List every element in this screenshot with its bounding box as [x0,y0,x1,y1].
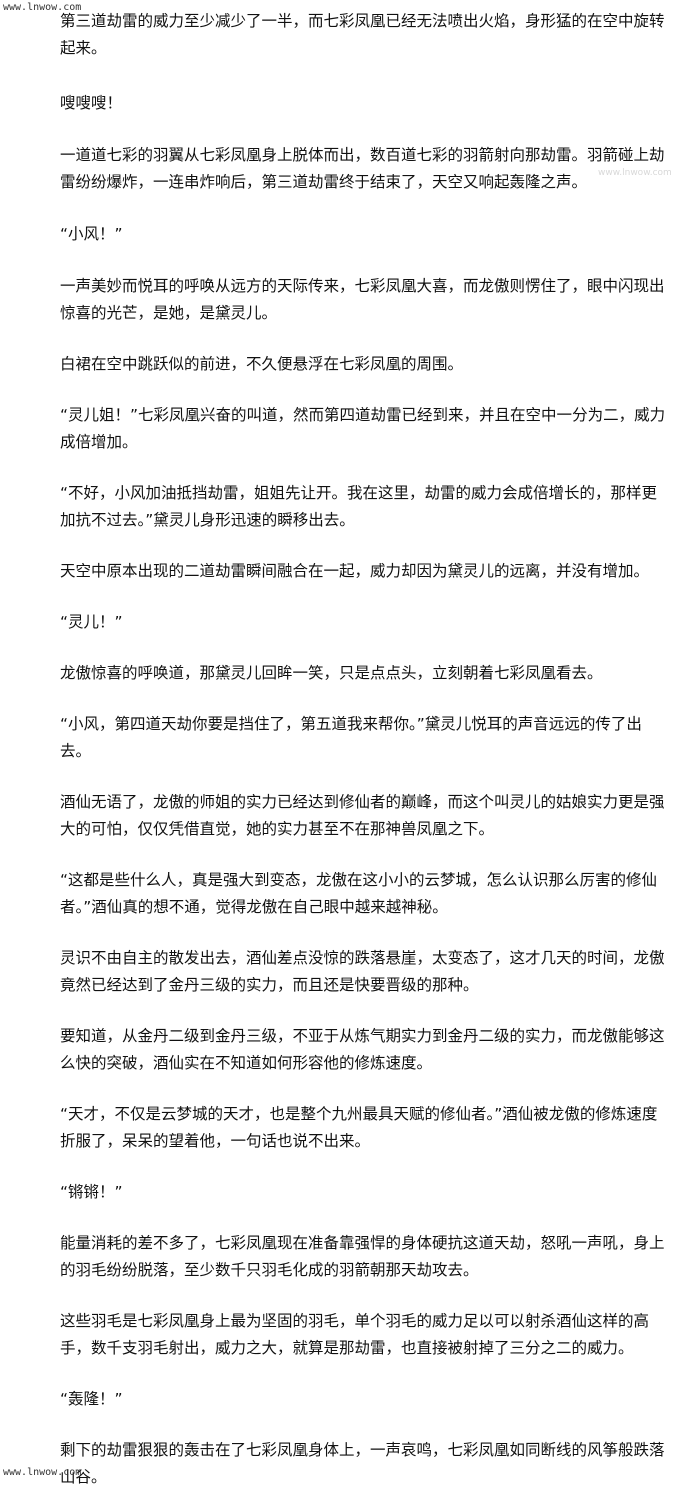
paragraph-11: 龙傲惊喜的呼唤道，那黛灵儿回眸一笑，只是点点头，立刻朝着七彩凤凰看去。 [60,664,603,682]
chapter-text: 第三道劫雷的威力至少减少了一半，而七彩凤凰已经无法喷出火焰，身形猛的在空中旋转起… [60,8,670,1491]
paragraph-13: 酒仙无语了，龙傲的师姐的实力已经达到修仙者的巅峰，而这个叫灵儿的姑娘实力更是强大… [60,793,665,838]
paragraph-20: 这些羽毛是七彩凤凰身上最为坚固的羽毛，单个羽毛的威力足以可以射杀酒仙这样的高手，… [60,1312,650,1357]
paragraph-2: 嗖嗖嗖！ [60,94,123,112]
watermark-bottom: www.lnwow.com [3,1467,82,1478]
watermark-faint-right: www.lnwow.com [598,168,672,178]
paragraph-16: 要知道，从金丹二级到金丹三级，不亚于从炼气期实力到金丹二级的实力，而龙傲能够这么… [60,1027,665,1072]
paragraph-10: “灵儿！” [60,613,123,631]
paragraph-22: 剩下的劫雷狠狠的轰击在了七彩凤凰身体上，一声哀鸣，七彩凤凰如同断线的风筝般跌落山… [60,1441,665,1486]
paragraph-21: “轰隆！” [60,1390,123,1408]
paragraph-18: “锵锵！” [60,1183,123,1201]
paragraph-9: 天空中原本出现的二道劫雷瞬间融合在一起，威力却因为黛灵儿的远离，并没有增加。 [60,562,650,580]
paragraph-19: 能量消耗的差不多了，七彩凤凰现在准备靠强悍的身体硬抗这道天劫，怒吼一声吼，身上的… [60,1234,665,1279]
paragraph-17: “天才，不仅是云梦城的天才，也是整个九州最具天赋的修仙者。”酒仙被龙傲的修炼速度… [60,1105,658,1150]
paragraph-5: 一声美妙而悦耳的呼唤从远方的天际传来，七彩凤凰大喜，而龙傲则愣住了，眼中闪现出惊… [60,277,665,322]
paragraph-7: “灵儿姐！”七彩凤凰兴奋的叫道，然而第四道劫雷已经到来，并且在空中一分为二，威力… [60,406,666,451]
paragraph-15: 灵识不由自主的散发出去，酒仙差点没惊的跌落悬崖，太变态了，这才几天的时间，龙傲竟… [60,949,665,994]
paragraph-3: 一道道七彩的羽翼从七彩凤凰身上脱体而出，数百道七彩的羽箭射向那劫雷。羽箭碰上劫雷… [60,146,665,191]
paragraph-6: 白裙在空中跳跃似的前进，不久便悬浮在七彩凤凰的周围。 [60,355,464,373]
paragraph-14: “这都是些什么人，真是强大到变态，龙傲在这小小的云梦城，怎么认识那么厉害的修仙者… [60,871,658,916]
paragraph-12: “小风，第四道天劫你要是挡住了，第五道我来帮你。”黛灵儿悦耳的声音远远的传了出去… [60,715,642,760]
paragraph-8: “不好，小风加油抵挡劫雷，姐姐先让开。我在这里，劫雷的威力会成倍增长的，那样更加… [60,484,658,529]
paragraph-1: 第三道劫雷的威力至少减少了一半，而七彩凤凰已经无法喷出火焰，身形猛的在空中旋转起… [60,12,665,57]
watermark-top: www.lnwow.com [3,2,82,13]
paragraph-4: “小风！” [60,225,123,243]
